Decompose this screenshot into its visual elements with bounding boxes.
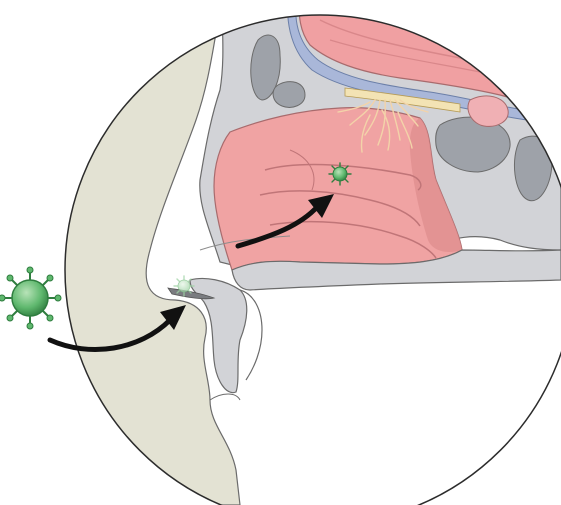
ethmoid-sinus — [273, 82, 305, 108]
virus-particle-icon — [174, 276, 194, 296]
virus-particle-icon — [329, 163, 351, 185]
virus-particle-icon — [0, 267, 61, 329]
